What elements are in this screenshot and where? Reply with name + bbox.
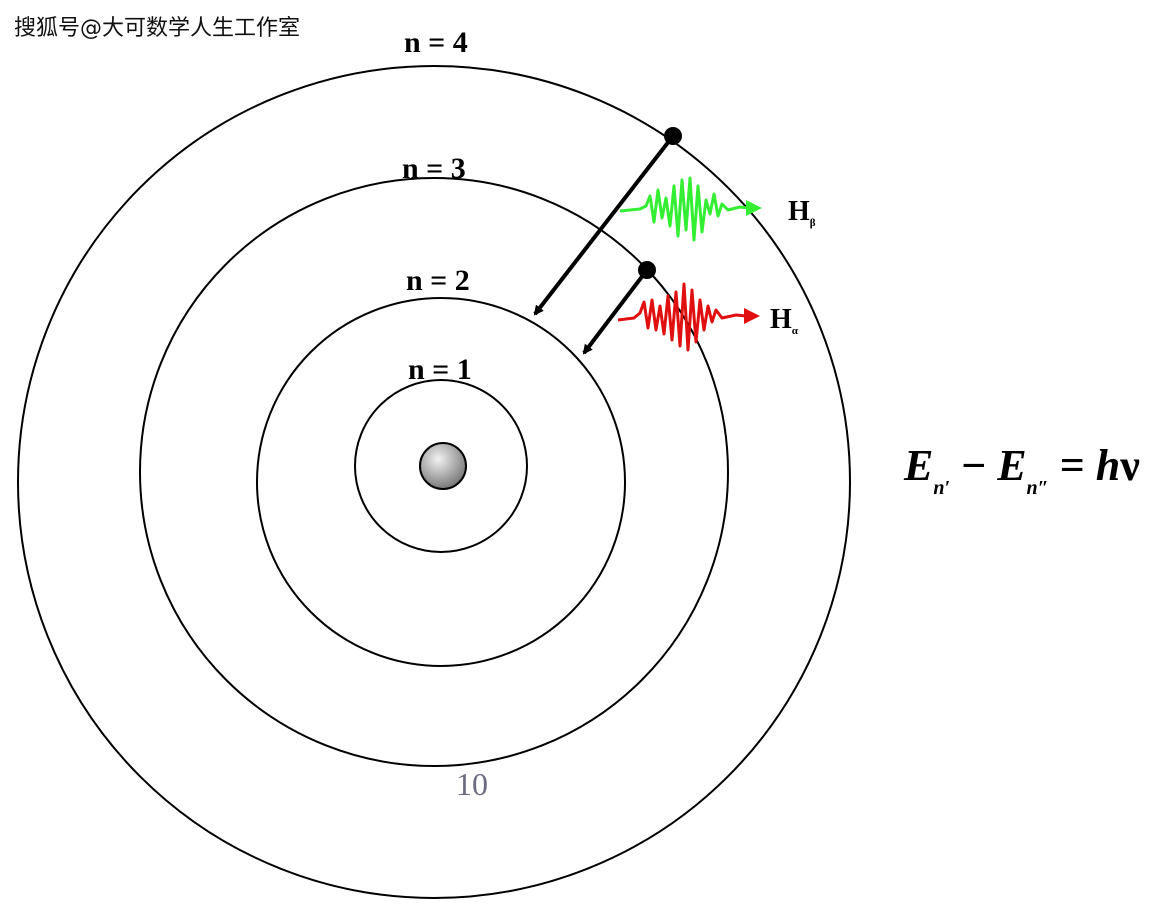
label-h-alpha-sub: α xyxy=(792,325,799,337)
level-label-n4: n = 4 xyxy=(404,26,468,59)
orbit-n2 xyxy=(256,297,626,667)
label-h-beta: Hβ xyxy=(788,196,816,229)
photon-wave-h-beta xyxy=(619,176,762,242)
energy-formula: En′ − En″ = hν xyxy=(904,440,1140,499)
photon-wave-h-alpha xyxy=(617,282,760,352)
page-number: 10 xyxy=(456,766,488,802)
watermark: 搜狐号@大可数学人生工作室 xyxy=(14,16,301,41)
orbit-n3 xyxy=(139,177,729,767)
formula-minus: − xyxy=(950,441,998,490)
formula-e2: E xyxy=(997,441,1027,490)
formula-nu: ν xyxy=(1120,441,1140,490)
formula-h: h xyxy=(1095,441,1121,490)
label-h-alpha: Hα xyxy=(770,304,799,337)
level-label-n1: n = 1 xyxy=(408,353,472,386)
label-h-alpha-letter: H xyxy=(770,304,792,335)
nucleus xyxy=(419,442,467,490)
level-label-n3: n = 3 xyxy=(402,152,466,185)
formula-e1: E xyxy=(904,441,934,490)
formula-sub1: n′ xyxy=(933,477,951,499)
transition-arrow-3-to-2 xyxy=(582,268,649,355)
label-h-beta-sub: β xyxy=(810,217,816,229)
level-label-n2: n = 2 xyxy=(406,264,470,297)
transition-arrow-4-to-2 xyxy=(533,134,675,316)
label-h-beta-letter: H xyxy=(788,196,810,227)
orbit-n4 xyxy=(17,65,851,899)
formula-equals: = xyxy=(1048,441,1096,490)
formula-sub2: n″ xyxy=(1026,477,1049,499)
orbit-n1 xyxy=(354,379,528,553)
